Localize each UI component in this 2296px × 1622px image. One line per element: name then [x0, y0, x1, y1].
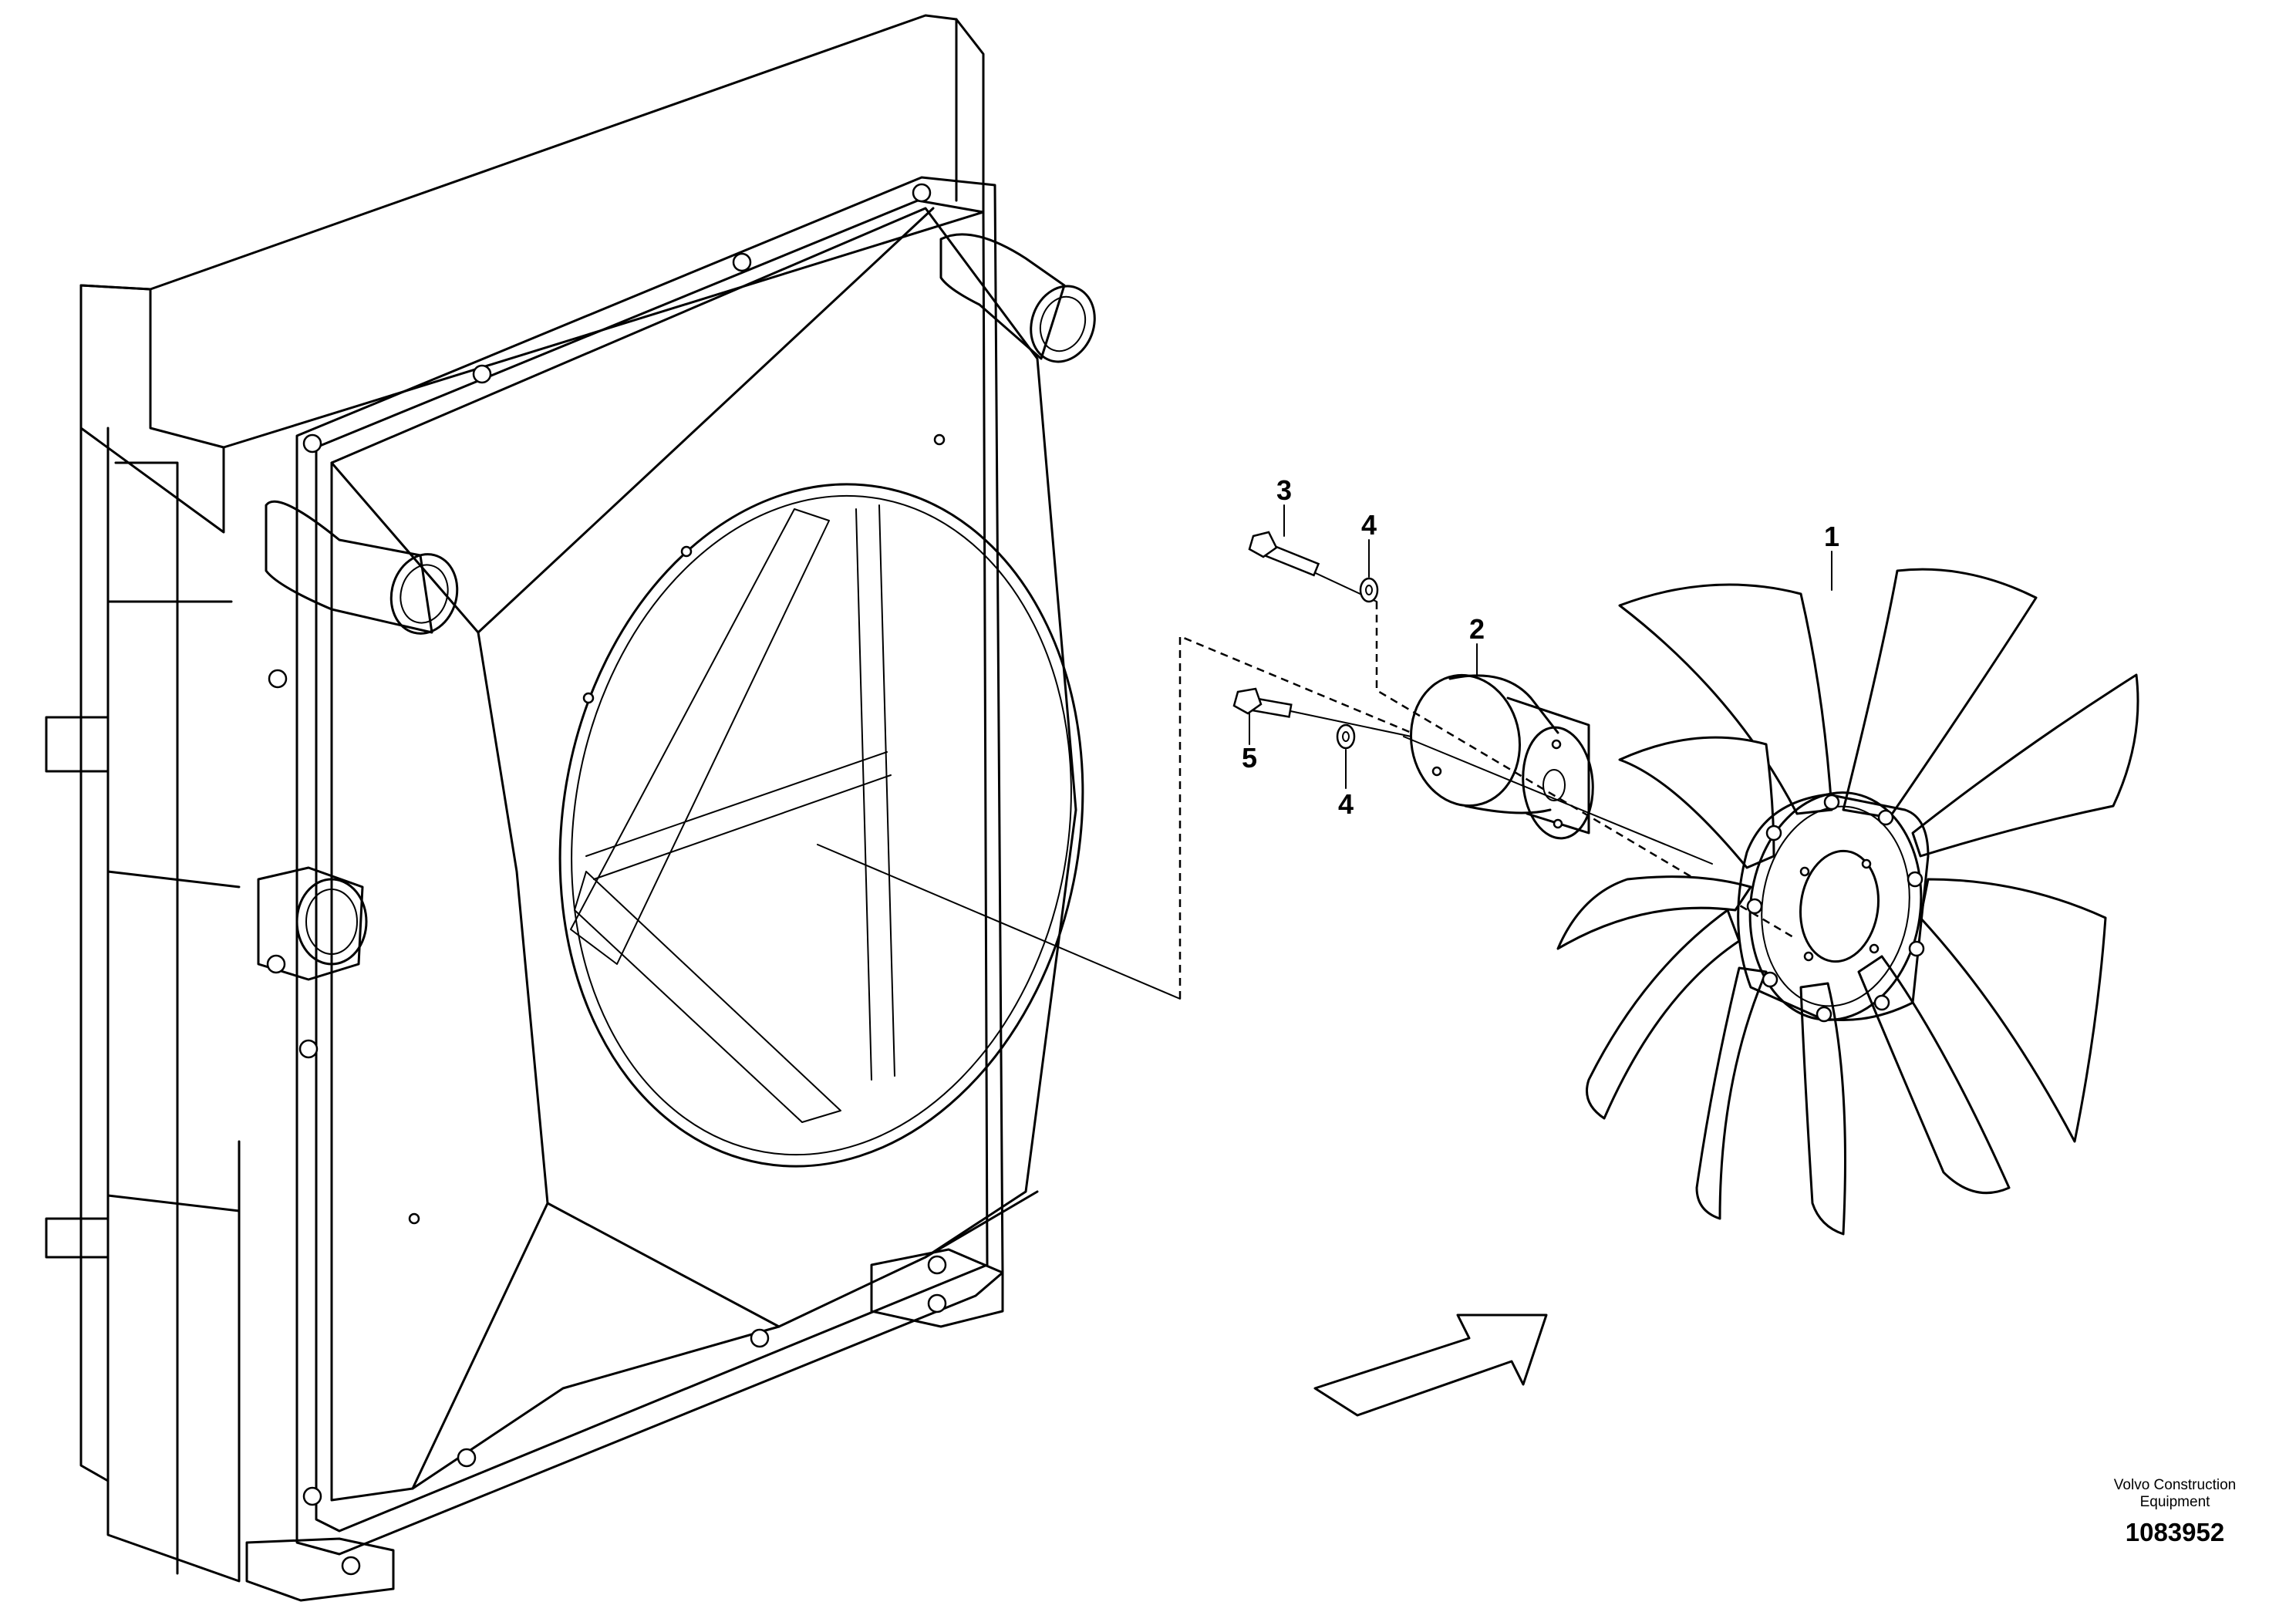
brand-line-2: Equipment	[2139, 1494, 2210, 1510]
fan-hub-bolts	[1746, 794, 1925, 1023]
fan-hub-spacer	[1410, 673, 1594, 840]
callout-3: 3	[1276, 474, 1292, 506]
brand-line-1: Volvo Construction	[2113, 1477, 2237, 1493]
assembly-line-lower	[1178, 635, 1412, 999]
assembly-line-upper	[1375, 602, 1794, 939]
washer-lower	[1336, 723, 1356, 750]
airflow-arrow-icon	[1313, 1313, 1548, 1417]
bolt-upper	[1248, 531, 1320, 577]
radiator-assembly	[45, 14, 1096, 1602]
radiator-bolts	[266, 183, 947, 1576]
bolt-lower	[1232, 687, 1293, 718]
callout-4-upper: 4	[1361, 509, 1377, 541]
cooling-fan	[1556, 568, 2139, 1236]
callout-1: 1	[1824, 521, 1839, 552]
shroud-leader-line	[817, 844, 1181, 1000]
document-number: 1083952	[2125, 1518, 2225, 1546]
callout-4-lower: 4	[1338, 788, 1354, 820]
brand-label: Volvo Construction Equipment	[2082, 1477, 2267, 1511]
callout-2: 2	[1469, 613, 1485, 645]
callout-5: 5	[1242, 742, 1257, 774]
washer-upper	[1359, 577, 1379, 603]
